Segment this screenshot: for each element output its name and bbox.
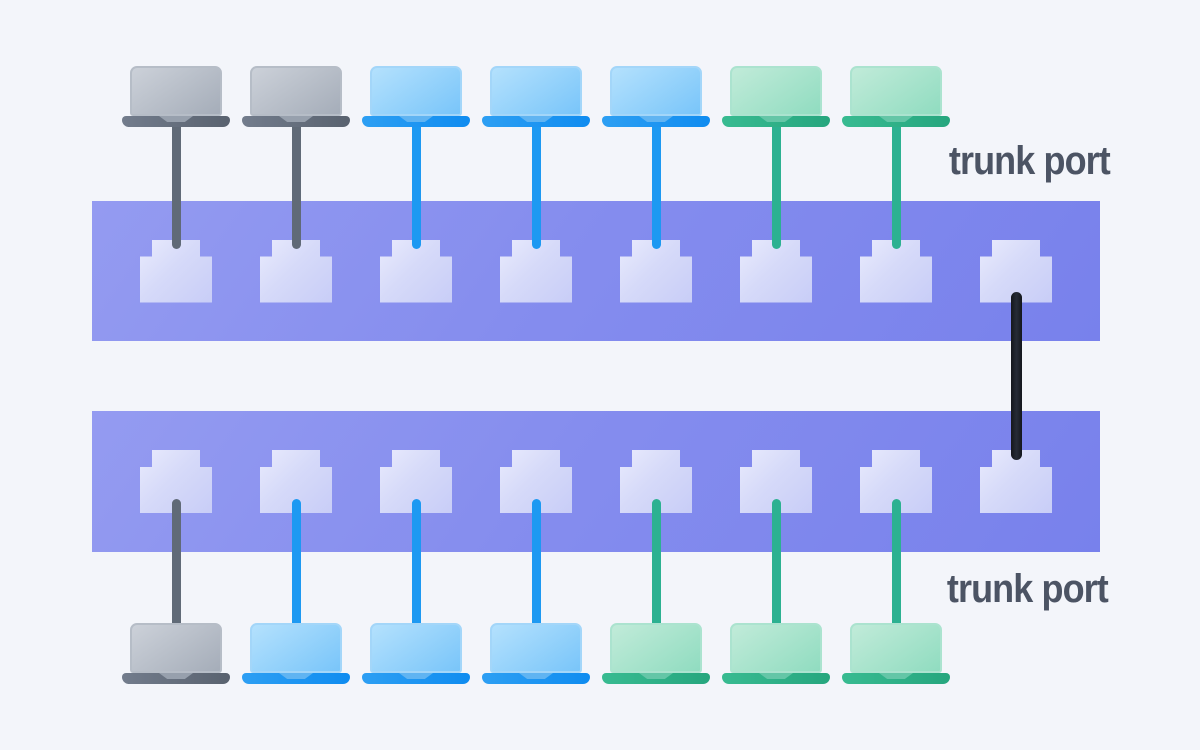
top-switch-rj45-port-2 bbox=[260, 239, 332, 303]
laptop-screen bbox=[730, 66, 822, 116]
ethernet-cable-green bbox=[771, 499, 781, 632]
top-switch-rj45-port-5 bbox=[620, 239, 692, 303]
laptop-base-notch bbox=[759, 673, 793, 679]
laptop-screen bbox=[730, 623, 822, 673]
laptop-green-bottom-7 bbox=[841, 623, 951, 684]
ethernet-cable-gray bbox=[291, 120, 301, 249]
laptop-base-notch bbox=[759, 116, 793, 122]
ethernet-cable-blue bbox=[531, 120, 541, 249]
ethernet-cable-gray bbox=[171, 499, 181, 632]
ethernet-cable-green bbox=[891, 499, 901, 632]
trunk-port-label-top: trunk port bbox=[949, 139, 1111, 183]
bottom-switch-rj45-port-8 bbox=[980, 450, 1052, 513]
laptop-base-notch bbox=[159, 116, 193, 122]
laptop-blue-top-5 bbox=[601, 66, 711, 127]
laptop-screen bbox=[490, 623, 582, 673]
laptop-blue-bottom-2 bbox=[241, 623, 351, 684]
top-switch-rj45-port-4 bbox=[500, 239, 572, 303]
laptop-gray-top-1 bbox=[121, 66, 231, 127]
laptop-screen bbox=[610, 66, 702, 116]
top-switch-rj45-port-3 bbox=[380, 239, 452, 303]
laptop-blue-bottom-3 bbox=[361, 623, 471, 684]
laptop-base-notch bbox=[159, 673, 193, 679]
laptop-base-notch bbox=[399, 116, 433, 122]
laptop-screen bbox=[850, 66, 942, 116]
laptop-screen bbox=[490, 66, 582, 116]
laptop-blue-top-4 bbox=[481, 66, 591, 127]
laptop-base-notch bbox=[519, 673, 553, 679]
laptop-base-notch bbox=[879, 116, 913, 122]
trunk-port-label-bottom: trunk port bbox=[947, 567, 1109, 611]
laptop-green-bottom-5 bbox=[601, 623, 711, 684]
laptop-green-top-6 bbox=[721, 66, 831, 127]
laptop-screen bbox=[250, 623, 342, 673]
top-switch-rj45-port-7 bbox=[860, 239, 932, 303]
laptop-base-notch bbox=[639, 673, 673, 679]
laptop-screen bbox=[370, 623, 462, 673]
ethernet-cable-blue bbox=[411, 120, 421, 249]
laptop-gray-bottom-1 bbox=[121, 623, 231, 684]
trunk-cable bbox=[1010, 292, 1022, 460]
laptop-screen bbox=[130, 66, 222, 116]
laptop-green-bottom-6 bbox=[721, 623, 831, 684]
network-switch-top bbox=[92, 201, 1100, 341]
ethernet-cable-blue bbox=[651, 120, 661, 249]
laptop-base-notch bbox=[639, 116, 673, 122]
ethernet-cable-blue bbox=[291, 499, 301, 632]
laptop-screen bbox=[370, 66, 462, 116]
ethernet-cable-green bbox=[891, 120, 901, 249]
laptop-base-notch bbox=[279, 116, 313, 122]
top-switch-rj45-port-6 bbox=[740, 239, 812, 303]
laptop-screen bbox=[610, 623, 702, 673]
laptop-blue-top-3 bbox=[361, 66, 471, 127]
laptop-base-notch bbox=[879, 673, 913, 679]
laptop-screen bbox=[130, 623, 222, 673]
laptop-screen bbox=[850, 623, 942, 673]
laptop-gray-top-2 bbox=[241, 66, 351, 127]
laptop-blue-bottom-4 bbox=[481, 623, 591, 684]
laptop-base-notch bbox=[519, 116, 553, 122]
top-switch-rj45-port-1 bbox=[140, 239, 212, 303]
laptop-screen bbox=[250, 66, 342, 116]
laptop-base-notch bbox=[399, 673, 433, 679]
ethernet-cable-gray bbox=[171, 120, 181, 249]
laptop-green-top-7 bbox=[841, 66, 951, 127]
ethernet-cable-green bbox=[651, 499, 661, 632]
ethernet-cable-green bbox=[771, 120, 781, 249]
network-switch-bottom bbox=[92, 411, 1100, 552]
laptop-base-notch bbox=[279, 673, 313, 679]
ethernet-cable-blue bbox=[411, 499, 421, 632]
ethernet-cable-blue bbox=[531, 499, 541, 632]
